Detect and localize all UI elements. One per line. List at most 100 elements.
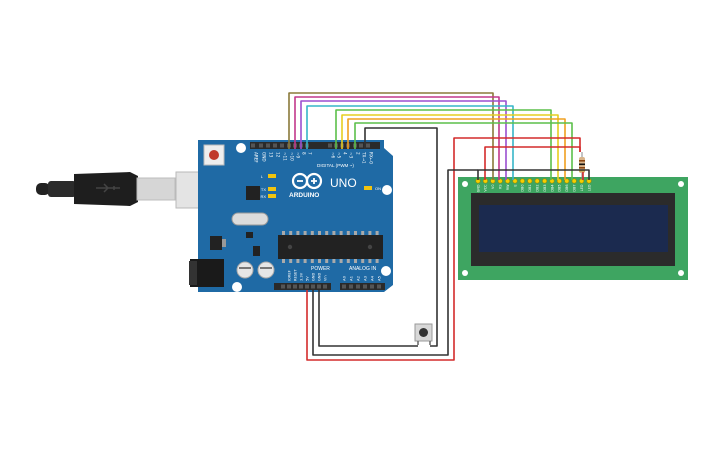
lcd-pin-label: V0	[491, 185, 495, 189]
analog-header-label: ANALOG IN	[349, 266, 377, 272]
capacitor	[257, 261, 275, 279]
digital-pin[interactable]	[266, 143, 270, 148]
digital-pin[interactable]	[280, 143, 284, 148]
wire-gnd-to-lcd-black[interactable]	[312, 169, 478, 356]
led-rx-label: RX	[260, 194, 266, 199]
digital-pin[interactable]	[328, 143, 332, 148]
digital-pin[interactable]	[359, 143, 363, 148]
wire-lcd-gnd-black[interactable]	[477, 169, 590, 180]
wire-gnd-to-button-black[interactable]	[318, 290, 418, 347]
led-tx-label: TX	[261, 187, 266, 192]
digital-header	[250, 142, 380, 149]
power-pin[interactable]	[287, 284, 291, 289]
lcd-mounting-hole	[678, 270, 684, 276]
wires	[288, 92, 590, 361]
pushbutton-cap[interactable]	[419, 328, 428, 337]
analog-pin[interactable]	[342, 284, 346, 289]
lcd-pin-label: DB0	[521, 185, 525, 192]
lcd-pin[interactable]	[512, 178, 518, 184]
wire-pin10-to-lcd[interactable]	[300, 100, 507, 180]
analog-pin[interactable]	[377, 284, 381, 289]
model-text: UNO	[330, 176, 357, 190]
analog-pin[interactable]	[349, 284, 353, 289]
digital-pin[interactable]	[366, 143, 370, 148]
lcd-pin[interactable]	[571, 178, 577, 184]
wire-pin12-to-lcd[interactable]	[288, 92, 494, 180]
digital-pin-label: ~11	[283, 152, 288, 161]
power-pin-label: IOREF	[288, 270, 292, 281]
analog-pin[interactable]	[363, 284, 367, 289]
digital-pin-label: GND	[262, 152, 267, 162]
power-pin[interactable]	[311, 284, 315, 289]
wire-pin-to-button[interactable]	[364, 127, 438, 347]
digital-pin[interactable]	[251, 143, 255, 148]
digital-pin[interactable]	[259, 143, 263, 148]
digital-pin-label: ~10	[290, 152, 295, 161]
capacitor	[236, 261, 254, 279]
power-header-label: POWER	[311, 266, 330, 272]
lcd-pin-label: RW	[506, 184, 510, 190]
digital-pin-label: ~5	[337, 152, 342, 159]
lcd-pin-label: DB2	[536, 185, 540, 192]
wire-pin2-to-lcd[interactable]	[354, 122, 573, 180]
digital-pin-label: RX←0	[369, 152, 374, 164]
usb-symbol-icon	[96, 183, 120, 193]
power-pin[interactable]	[323, 284, 327, 289]
pushbutton[interactable]	[414, 323, 433, 345]
led-on	[364, 186, 372, 190]
mounting-hole	[232, 282, 242, 292]
lcd-pin[interactable]	[527, 178, 533, 184]
power-pin[interactable]	[281, 284, 285, 289]
analog-pin[interactable]	[356, 284, 360, 289]
arduino-logo	[291, 172, 323, 190]
power-pin-label: 3.3V	[300, 272, 304, 281]
wire-pin9-to-lcd[interactable]	[306, 105, 514, 180]
led-rx	[268, 194, 276, 198]
lcd-pin-label: E	[513, 185, 517, 187]
wire-5v-to-lcd-red[interactable]	[306, 137, 581, 361]
power-pin[interactable]	[299, 284, 303, 289]
digital-pin-label: 13	[269, 152, 274, 158]
digital-pin-label: 4	[343, 152, 348, 155]
power-jack-front	[189, 261, 197, 285]
usb-cable[interactable]	[36, 171, 215, 209]
analog-pin-label: A3	[363, 275, 368, 281]
lcd-pin-label: DB7	[573, 185, 577, 192]
power-pin[interactable]	[317, 284, 321, 289]
digital-pin[interactable]	[273, 143, 277, 148]
analog-pin-label: A5	[377, 275, 382, 281]
wire-pin5-to-lcd[interactable]	[335, 109, 552, 180]
digital-pin-label: ~3	[349, 152, 354, 159]
analog-header	[340, 283, 385, 290]
small-chip	[246, 232, 253, 238]
mounting-hole	[381, 266, 391, 276]
regulator	[210, 236, 222, 250]
reset-button-cap[interactable]	[209, 150, 219, 160]
power-pin-label: Vin	[324, 275, 328, 281]
power-pin[interactable]	[305, 284, 309, 289]
lcd-pin[interactable]	[519, 178, 525, 184]
lcd-pin[interactable]	[542, 178, 548, 184]
usb-cable-connector	[136, 177, 176, 201]
bottom-pins[interactable]	[281, 284, 381, 289]
lcd-mounting-hole	[462, 270, 468, 276]
power-pin[interactable]	[293, 284, 297, 289]
lcd-pin-label: DB4	[550, 185, 554, 192]
wire-pin3-to-lcd[interactable]	[347, 118, 566, 180]
analog-pin-label: A0	[342, 275, 347, 281]
mounting-hole	[236, 143, 246, 153]
power-pin-label: GND	[318, 273, 322, 281]
power-pin-label: GND	[312, 273, 316, 281]
lcd-pins[interactable]	[475, 178, 592, 184]
crystal-oscillator	[231, 212, 269, 226]
brand-text: ARDUINO	[289, 192, 319, 199]
lcd-pin[interactable]	[534, 178, 540, 184]
lcd-pin-label: DB6	[565, 185, 569, 192]
analog-pin[interactable]	[370, 284, 374, 289]
resistor[interactable]	[579, 152, 585, 180]
